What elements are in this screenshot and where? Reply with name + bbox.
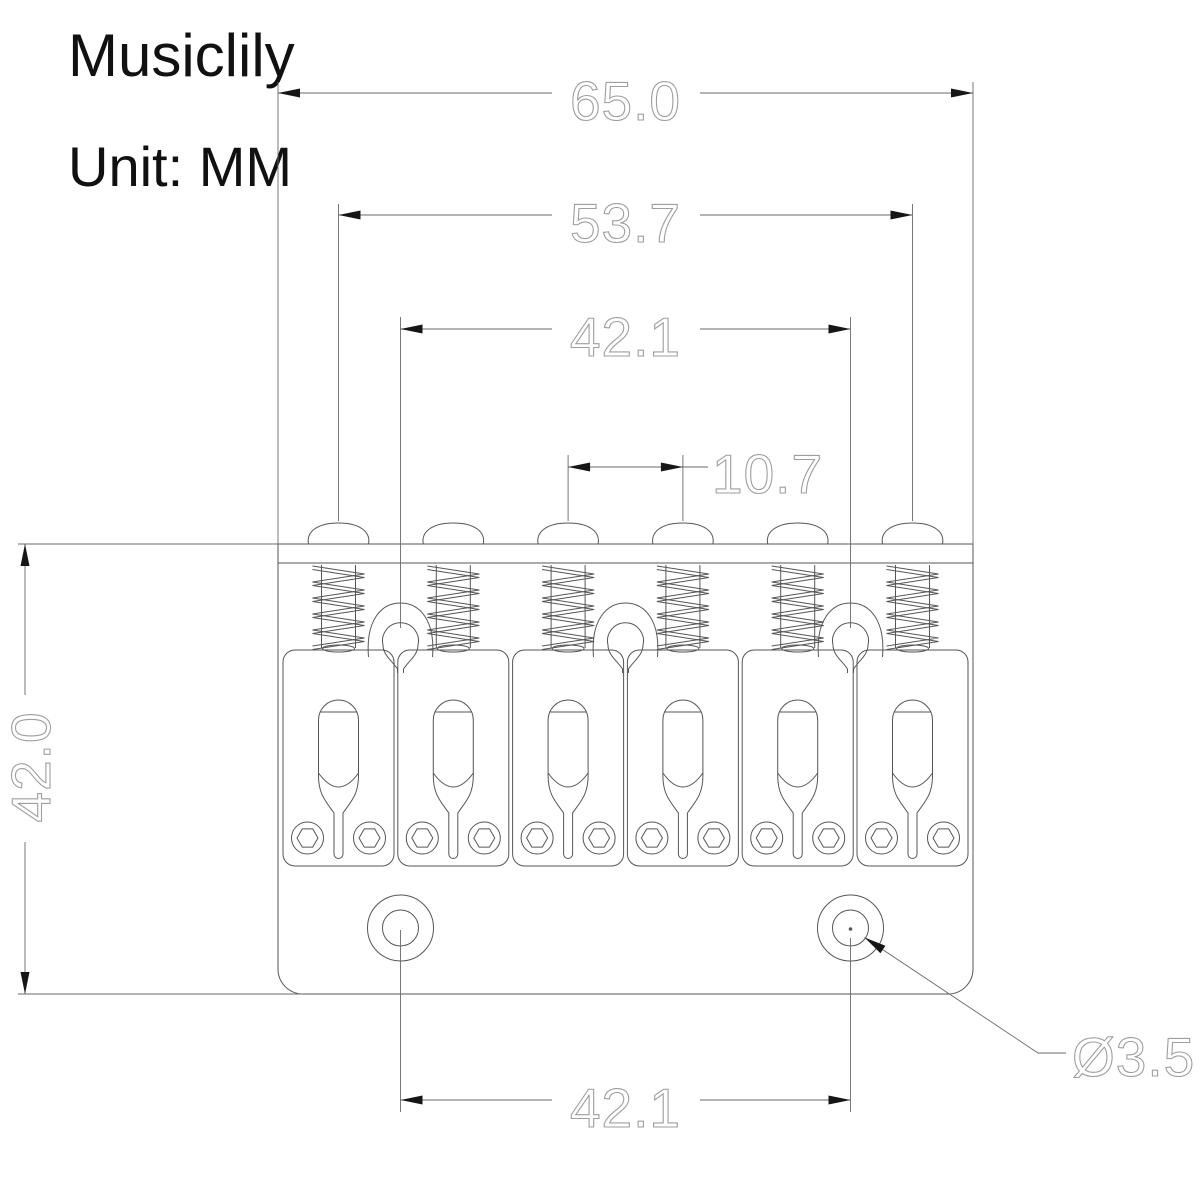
dim-top-mount-spacing-label: 42.1: [570, 306, 681, 368]
arrowhead-icon: [660, 462, 683, 472]
arrowhead-icon: [20, 544, 30, 566]
dim-overall-depth: 42.0: [0, 543, 303, 995]
bridge-plate: [277, 543, 974, 995]
arrowhead-icon: [828, 324, 851, 334]
arrowhead-icon: [568, 462, 591, 472]
saddle-unit: [626, 522, 739, 867]
saddle-unit: [397, 522, 510, 867]
dim-hole-diameter-label: Ø3.5: [1072, 1026, 1195, 1088]
arrowhead-icon: [338, 210, 361, 220]
arrowhead-icon: [400, 1095, 423, 1105]
dim-outer-saddle-spread: 53.7: [338, 191, 913, 521]
saddle-unit: [856, 522, 969, 867]
unit-label: Unit: MM: [68, 135, 292, 198]
saddle-unit: [512, 522, 625, 867]
dim-bottom-mount-spacing-label: 42.1: [570, 1077, 681, 1139]
dim-overall-depth-label: 42.0: [0, 711, 62, 822]
dim-top-mount-spacing: 42.1: [400, 305, 851, 628]
dim-overall-width: 65.0: [277, 69, 974, 544]
saddles: [282, 522, 969, 867]
dim-bottom-mount-spacing: 42.1: [400, 930, 851, 1140]
hole-center-mark: [848, 927, 853, 931]
saddle-unit: [741, 522, 854, 867]
arrowhead-icon: [951, 88, 973, 98]
arrowhead-icon: [20, 972, 30, 994]
arrowhead-icon: [828, 1095, 851, 1105]
keyhole-unit: [592, 602, 659, 674]
plate-outline: [277, 543, 974, 995]
brand-title: Musiclily: [68, 22, 295, 89]
dim-hole-diameter-leader: Ø3.5: [864, 937, 1195, 1089]
saddle-unit: [282, 522, 395, 867]
dim-outer-saddle-spread-label: 53.7: [570, 192, 681, 254]
arrowhead-icon: [400, 324, 423, 334]
arrowhead-icon: [890, 210, 913, 220]
arrowhead-icon: [864, 937, 886, 954]
dim-overall-width-label: 65.0: [570, 70, 681, 132]
arrowhead-icon: [278, 88, 300, 98]
keyholes: [367, 602, 884, 674]
dim-string-spacing: 10.7: [567, 442, 823, 521]
dim-string-spacing-label: 10.7: [712, 443, 823, 505]
